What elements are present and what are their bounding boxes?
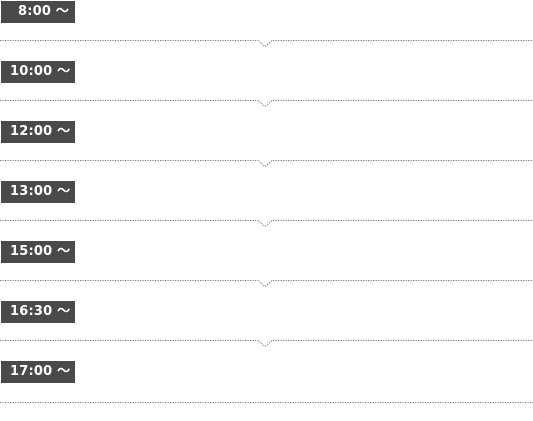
divider-arrow	[0, 40, 533, 48]
time-badge: 17:00 〜	[1, 361, 75, 383]
schedule-item: 13:00 〜	[0, 181, 533, 241]
time-badge: 10:00 〜	[1, 61, 75, 83]
time-badge: 12:00 〜	[1, 121, 75, 143]
divider-arrow	[0, 160, 533, 168]
divider-arrow	[0, 220, 533, 228]
divider-arrow	[0, 280, 533, 288]
schedule-timeline: 8:00 〜 10:00 〜 12:00 〜 13:00 〜 15:00 〜 1…	[0, 1, 533, 403]
divider-arrow	[0, 340, 533, 348]
divider-line	[0, 402, 533, 403]
time-badge: 8:00 〜	[1, 1, 75, 23]
time-badge: 13:00 〜	[1, 181, 75, 203]
time-badge: 16:30 〜	[1, 301, 75, 323]
divider-arrow	[0, 100, 533, 108]
schedule-item: 16:30 〜	[0, 301, 533, 361]
time-badge: 15:00 〜	[1, 241, 75, 263]
schedule-item: 12:00 〜	[0, 121, 533, 181]
schedule-item: 10:00 〜	[0, 61, 533, 121]
schedule-item: 8:00 〜	[0, 1, 533, 61]
schedule-item: 15:00 〜	[0, 241, 533, 301]
schedule-item: 17:00 〜	[0, 361, 533, 421]
